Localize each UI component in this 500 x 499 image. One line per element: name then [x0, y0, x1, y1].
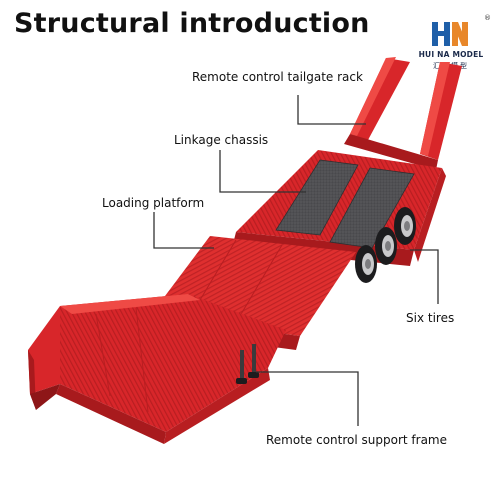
- hn-monogram-icon: [432, 22, 468, 46]
- leader-chassis: [219, 150, 306, 193]
- brand-name: HUI NA MODEL: [418, 50, 484, 59]
- callout-loading-platform: Loading platform: [102, 196, 205, 210]
- registered-mark: ®: [484, 14, 491, 22]
- leader-tailgate: [297, 95, 366, 125]
- gooseneck: [28, 294, 286, 444]
- callout-six-tires: Six tires: [406, 311, 455, 325]
- support-frame: [236, 344, 259, 384]
- leader-lines: [153, 95, 439, 426]
- leader-support: [256, 371, 359, 426]
- six-tires: [355, 207, 416, 283]
- callout-support-frame: Remote control support frame: [266, 433, 447, 447]
- tailgate-rack: [344, 57, 462, 170]
- leader-tires: [410, 249, 439, 304]
- linkage-chassis: [275, 159, 415, 249]
- callout-tailgate-rack: Remote control tailgate rack: [192, 70, 363, 84]
- leader-platform: [153, 212, 214, 249]
- callout-linkage-chassis: Linkage chassis: [174, 133, 269, 147]
- page-title: Structural introduction: [14, 8, 370, 39]
